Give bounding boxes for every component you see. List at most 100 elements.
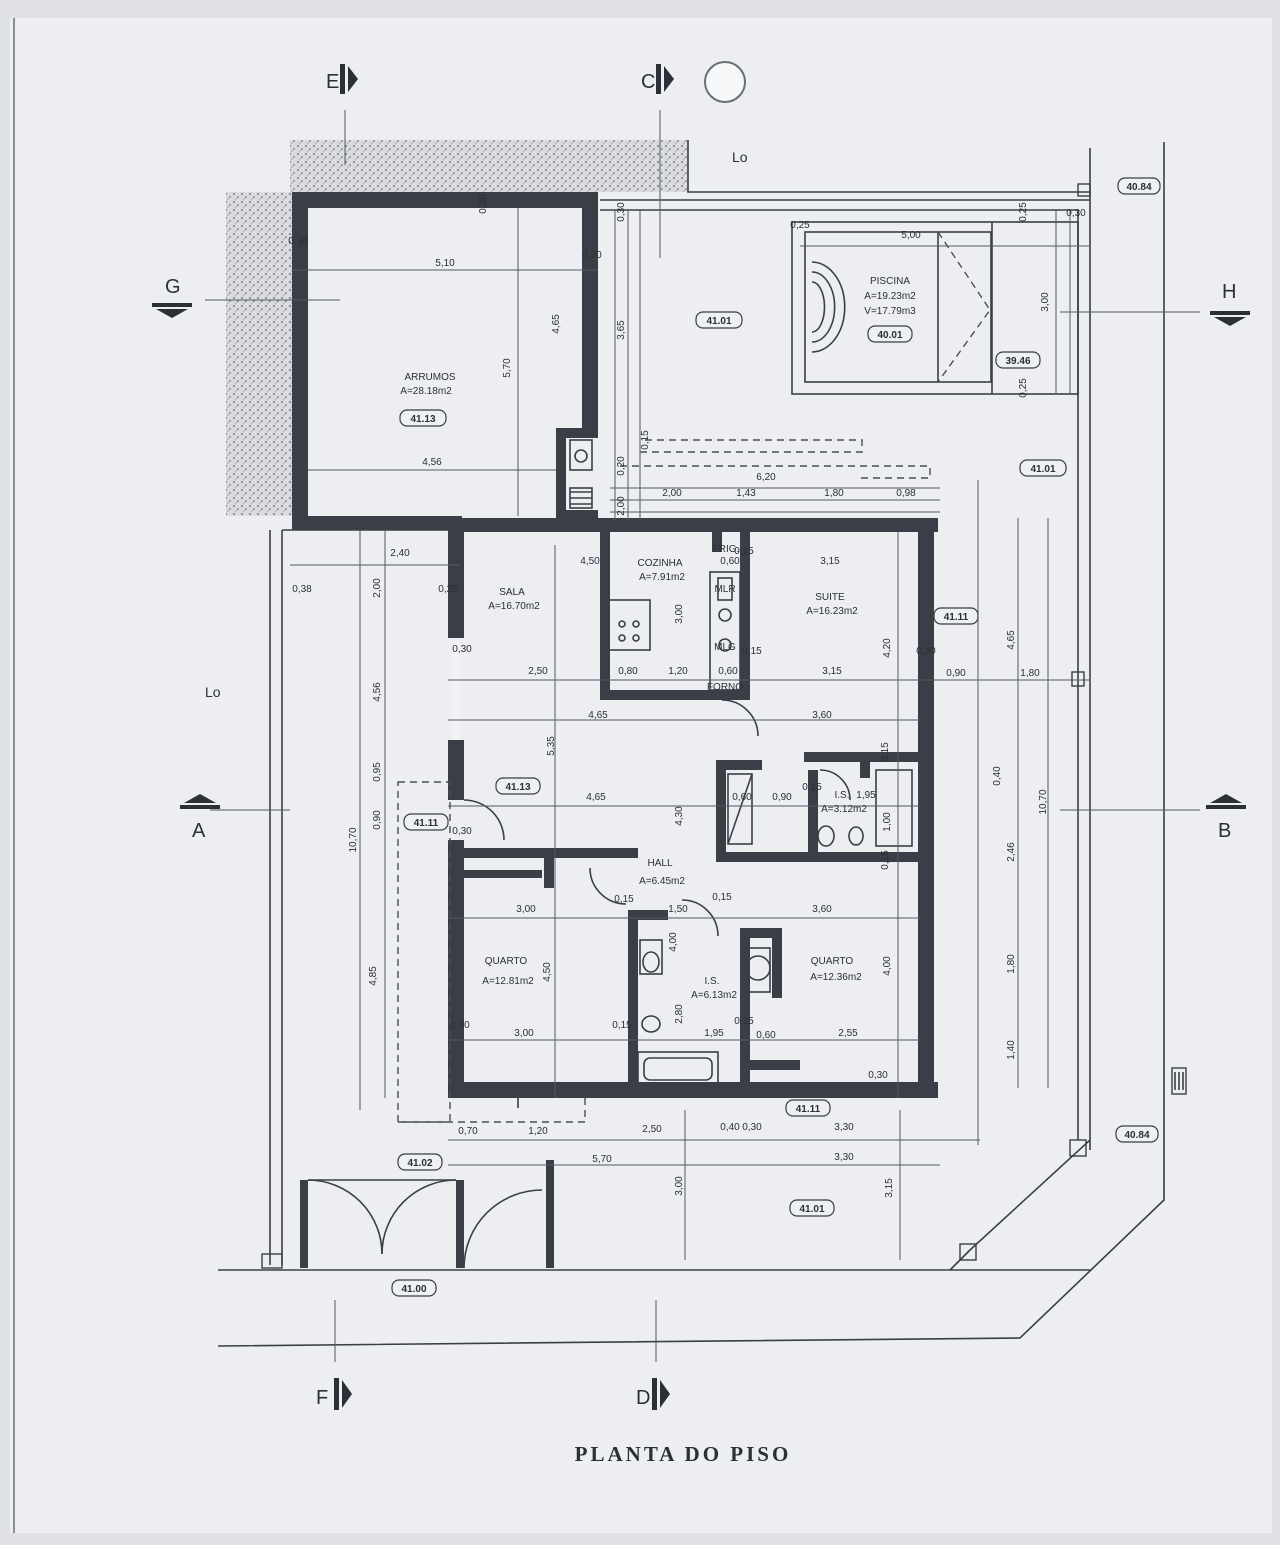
room-name-is-mid: I.S. xyxy=(704,976,719,987)
svg-text:0,60: 0,60 xyxy=(756,1030,776,1041)
svg-text:4,65: 4,65 xyxy=(586,792,606,803)
svg-text:1,95: 1,95 xyxy=(704,1028,724,1039)
svg-text:0,40: 0,40 xyxy=(992,766,1003,786)
room-area-hall: A=6.45m2 xyxy=(639,876,685,887)
svg-text:0,40: 0,40 xyxy=(720,1122,740,1133)
svg-text:0,15: 0,15 xyxy=(742,646,762,657)
svg-text:4,65: 4,65 xyxy=(551,314,562,334)
section-marker-f-icon xyxy=(334,1378,352,1410)
svg-text:4,85: 4,85 xyxy=(368,966,379,986)
svg-text:10,70: 10,70 xyxy=(1038,789,1049,814)
svg-text:0,60: 0,60 xyxy=(720,556,740,567)
terrain-hatch-top xyxy=(290,140,688,192)
svg-text:2,00: 2,00 xyxy=(372,578,383,598)
svg-text:4,50: 4,50 xyxy=(580,556,600,567)
svg-text:0,60: 0,60 xyxy=(732,792,752,803)
svg-text:0,30: 0,30 xyxy=(868,1070,888,1081)
svg-text:4,65: 4,65 xyxy=(588,710,608,721)
svg-text:0,20: 0,20 xyxy=(616,456,627,476)
section-letter-c: C xyxy=(641,71,655,93)
room-area-is-suite: A=3.12m2 xyxy=(821,804,867,815)
svg-text:41.01: 41.01 xyxy=(706,316,731,327)
svg-text:1,40: 1,40 xyxy=(1006,1040,1017,1060)
svg-text:0,25: 0,25 xyxy=(1018,378,1029,398)
room-name-suite: SUITE xyxy=(815,592,845,603)
svg-text:1,95: 1,95 xyxy=(856,790,876,801)
svg-text:0,30: 0,30 xyxy=(452,826,472,837)
svg-text:0,95: 0,95 xyxy=(372,762,383,782)
room-area-sala: A=16.70m2 xyxy=(488,601,540,612)
lot-label-top: Lo xyxy=(732,149,748,165)
section-letter-e: E xyxy=(326,71,339,93)
svg-text:1,80: 1,80 xyxy=(1020,668,1040,679)
svg-text:0,30: 0,30 xyxy=(1066,208,1086,219)
svg-text:2,55: 2,55 xyxy=(838,1028,858,1039)
svg-text:3,00: 3,00 xyxy=(674,604,685,624)
svg-text:0,90: 0,90 xyxy=(372,810,383,830)
section-letter-b: B xyxy=(1218,820,1231,842)
room-name-piscina: PISCINA xyxy=(870,276,910,287)
level-tag-5: 41.11 xyxy=(403,813,449,831)
svg-text:0,30: 0,30 xyxy=(916,646,936,657)
svg-text:0,15: 0,15 xyxy=(734,546,754,557)
dimension-labels-vertical: 4,65 5,70 0,30 0,30 3,65 0,15 0,20 2,00 … xyxy=(348,194,1051,1198)
svg-text:1,20: 1,20 xyxy=(668,666,688,677)
svg-text:1,43: 1,43 xyxy=(736,488,756,499)
svg-text:0,25: 0,25 xyxy=(438,584,458,595)
svg-text:5,00: 5,00 xyxy=(901,230,921,241)
room-volume-piscina: V=17.79m3 xyxy=(864,306,916,317)
svg-text:3,00: 3,00 xyxy=(674,1176,685,1196)
svg-text:0,15: 0,15 xyxy=(880,742,891,762)
svg-text:41.01: 41.01 xyxy=(799,1204,824,1215)
svg-text:3,60: 3,60 xyxy=(812,904,832,915)
svg-text:1,50: 1,50 xyxy=(668,904,688,915)
level-tag-8: 41.01 xyxy=(789,1199,835,1217)
svg-text:5,35: 5,35 xyxy=(546,736,557,756)
svg-text:1,00: 1,00 xyxy=(882,812,893,832)
svg-text:0,30: 0,30 xyxy=(452,644,472,655)
svg-text:0,15: 0,15 xyxy=(614,894,634,905)
room-name-hall: HALL xyxy=(647,858,672,869)
svg-text:3,30: 3,30 xyxy=(834,1122,854,1133)
svg-text:40.01: 40.01 xyxy=(877,330,902,341)
svg-text:41.00: 41.00 xyxy=(401,1284,426,1295)
room-area-piscina: A=19.23m2 xyxy=(864,291,916,302)
section-marker-c-icon xyxy=(656,64,674,94)
section-letter-f: F xyxy=(316,1387,328,1409)
level-tag-2: 41.01 xyxy=(1019,459,1067,477)
svg-text:3,15: 3,15 xyxy=(822,666,842,677)
svg-text:0,90: 0,90 xyxy=(946,668,966,679)
level-tag-6: 41.11 xyxy=(785,1099,831,1117)
level-tag-4: 41.13 xyxy=(495,777,541,795)
svg-text:0,15: 0,15 xyxy=(612,1020,632,1031)
section-marker-g-icon xyxy=(152,303,192,318)
svg-text:2,40: 2,40 xyxy=(390,548,410,559)
svg-text:4,65: 4,65 xyxy=(1006,630,1017,650)
room-area-quarto-right: A=12.36m2 xyxy=(810,972,862,983)
svg-text:4,50: 4,50 xyxy=(542,962,553,982)
level-tag-7: 41.02 xyxy=(397,1153,443,1171)
level-tag-9: 41.00 xyxy=(391,1279,437,1297)
level-tag-10: 39.46 xyxy=(995,351,1041,369)
svg-text:4,00: 4,00 xyxy=(668,932,679,952)
level-tag-arrumos: 41.13 xyxy=(399,409,447,427)
svg-text:5,10: 5,10 xyxy=(435,258,455,269)
level-tag-piscina: 40.01 xyxy=(867,325,913,343)
room-name-sala: SALA xyxy=(499,587,525,598)
svg-text:3,65: 3,65 xyxy=(616,320,627,340)
section-marker-d-icon xyxy=(652,1378,670,1410)
svg-text:4,56: 4,56 xyxy=(422,457,442,468)
svg-text:3,30: 3,30 xyxy=(834,1152,854,1163)
svg-text:4,30: 4,30 xyxy=(674,806,685,826)
svg-text:41.11: 41.11 xyxy=(414,818,439,829)
room-area-cozinha: A=7.91m2 xyxy=(639,572,685,583)
svg-text:0,98: 0,98 xyxy=(896,488,916,499)
svg-text:4,20: 4,20 xyxy=(882,638,893,658)
level-tag-3: 41.11 xyxy=(933,607,979,625)
svg-text:1,80: 1,80 xyxy=(1006,954,1017,974)
svg-text:0,90: 0,90 xyxy=(772,792,792,803)
svg-text:0,30: 0,30 xyxy=(616,202,627,222)
room-area-suite: A=16.23m2 xyxy=(806,606,858,617)
room-name-is-suite: I.S. xyxy=(834,790,849,801)
